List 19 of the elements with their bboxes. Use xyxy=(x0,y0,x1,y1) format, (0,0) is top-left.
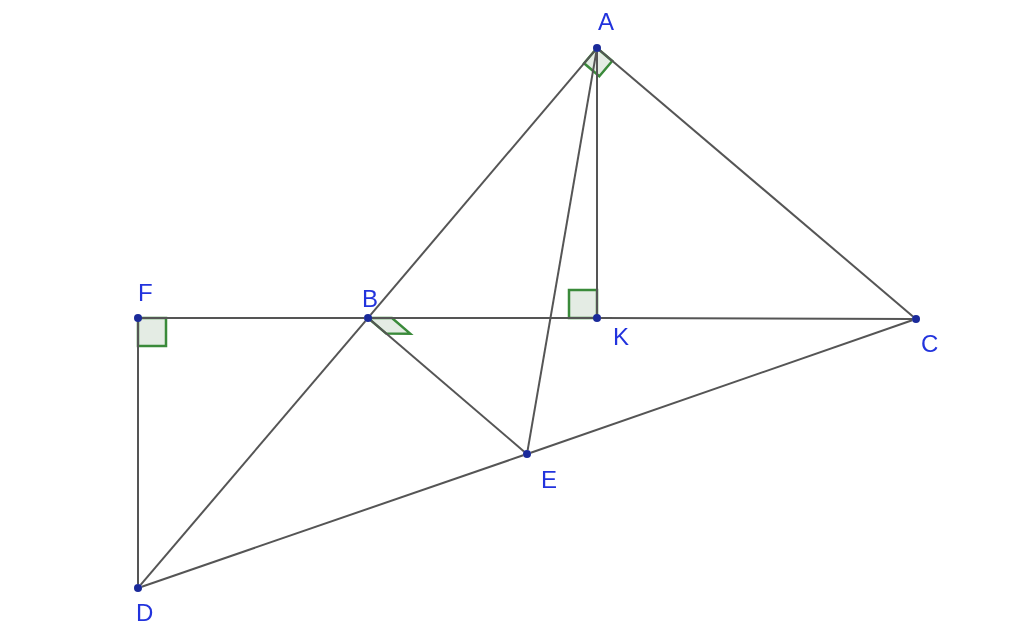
point-label: B xyxy=(362,287,378,311)
point-label: E xyxy=(541,468,557,492)
line-segment xyxy=(139,320,367,586)
line-segment xyxy=(137,321,139,585)
line-segment xyxy=(599,49,914,318)
point-label: C xyxy=(921,332,939,356)
point-label: D xyxy=(136,601,154,625)
point-label: F xyxy=(138,281,153,305)
line-segment xyxy=(526,50,598,452)
line-segment xyxy=(141,317,365,319)
line-segment xyxy=(369,50,596,316)
line-segment xyxy=(140,454,525,588)
line-segment xyxy=(529,319,914,454)
point-label: K xyxy=(613,325,629,349)
point-label: A xyxy=(598,10,614,34)
line-segment xyxy=(596,51,598,315)
line-segment xyxy=(600,317,913,320)
line-segment xyxy=(370,319,525,453)
line-segment xyxy=(371,317,594,319)
